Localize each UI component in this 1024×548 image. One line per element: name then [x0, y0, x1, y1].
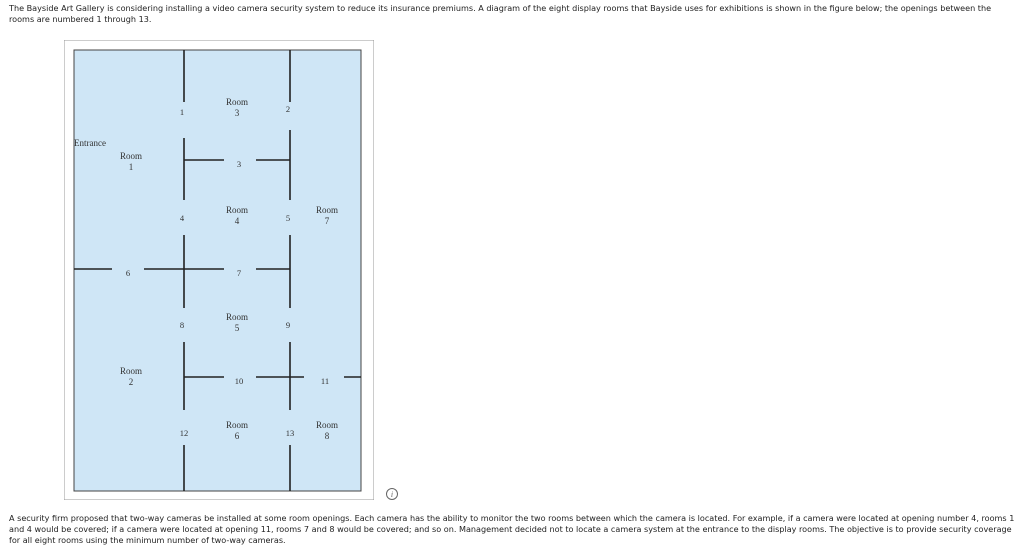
room-8-label: Room: [316, 420, 338, 430]
opening-12: 12: [180, 428, 189, 438]
gallery-floor: [73, 49, 362, 492]
room-3-number: 3: [235, 108, 240, 118]
problem-outro: A security firm proposed that two-way ca…: [9, 513, 1015, 545]
room-2-number: 2: [129, 377, 134, 387]
walls: [74, 50, 361, 491]
room-2-label: Room: [120, 366, 142, 376]
opening-2: 2: [286, 104, 290, 114]
room-7-label: Room: [316, 205, 338, 215]
info-icon[interactable]: i: [385, 487, 399, 501]
room-4-label: Room: [226, 205, 248, 215]
room-7-number: 7: [325, 216, 330, 226]
opening-6: 6: [126, 268, 130, 278]
opening-5: 5: [286, 213, 290, 223]
room-1-label: Room: [120, 151, 142, 161]
room-5-label: Room: [226, 312, 248, 322]
opening-1: 1: [180, 107, 184, 117]
opening-4: 4: [180, 213, 185, 223]
opening-7: 7: [237, 268, 241, 278]
opening-10: 10: [235, 376, 244, 386]
svg-text:i: i: [391, 490, 393, 499]
room-3-label: Room: [226, 97, 248, 107]
room-labels: Room 1 Room 2 Room 3 Room 4 Room 5 Room …: [120, 97, 338, 441]
room-1-number: 1: [129, 162, 134, 172]
room-6-number: 6: [235, 431, 240, 441]
gallery-floor-plan: Entrance Room 1 Room 2 Room 3 Room 4 Roo…: [64, 40, 374, 500]
opening-13: 13: [286, 428, 295, 438]
room-4-number: 4: [235, 216, 240, 226]
opening-numbers: 1 2 3 4 5 6 7 8 9 10 11 12 13: [126, 104, 329, 438]
room-6-label: Room: [226, 420, 248, 430]
opening-9: 9: [286, 320, 290, 330]
problem-intro: The Bayside Art Gallery is considering i…: [9, 3, 992, 24]
entrance-label: Entrance: [74, 138, 106, 148]
opening-3: 3: [237, 159, 241, 169]
opening-11: 11: [321, 376, 329, 386]
opening-8: 8: [180, 320, 184, 330]
room-8-number: 8: [325, 431, 330, 441]
room-5-number: 5: [235, 323, 240, 333]
